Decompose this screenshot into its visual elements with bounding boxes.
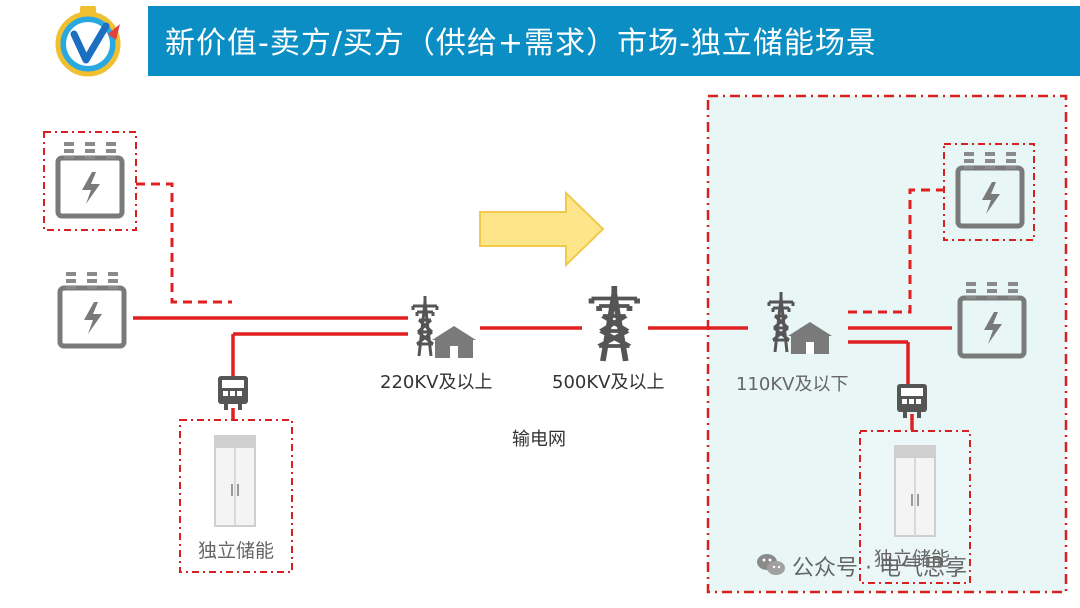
generator-box-right: [943, 143, 1035, 241]
power-tower-icon: [411, 294, 439, 358]
generator-icon: [58, 142, 122, 216]
wechat-icon: [757, 554, 785, 575]
logo-icon: [55, 6, 121, 77]
label-substation-left: 220KV及以上: [380, 372, 493, 393]
label-tower-center: 500KV及以上: [552, 372, 665, 393]
generator-icon: [60, 272, 124, 346]
label-substation-right: 110KV及以下: [736, 374, 849, 395]
label-grid: 输电网: [512, 429, 566, 450]
battery-cabinet-icon: [214, 435, 256, 527]
substation-icon: [432, 326, 476, 358]
header-bar: 新价值-卖方/买方（供给+需求）市场-独立储能场景: [0, 0, 1080, 86]
label-storage-right: 独立储能: [874, 548, 951, 570]
dashed-lines: [136, 182, 944, 314]
power-lines: [133, 169, 960, 430]
page-title: 新价值-卖方/买方（供给+需求）市场-独立储能场景: [165, 26, 877, 61]
power-tower-icon: [592, 286, 638, 361]
label-storage-left: 独立储能: [198, 540, 275, 562]
generator-box-left: [43, 131, 137, 231]
watermark-text: 公众号 · 电气思享: [792, 556, 967, 581]
direction-arrow-icon: [479, 190, 605, 268]
battery-cabinet-icon: [894, 445, 936, 537]
header-band: [148, 6, 1080, 76]
electric-meter-icon: [218, 376, 248, 410]
storage-box-left: [179, 419, 293, 573]
